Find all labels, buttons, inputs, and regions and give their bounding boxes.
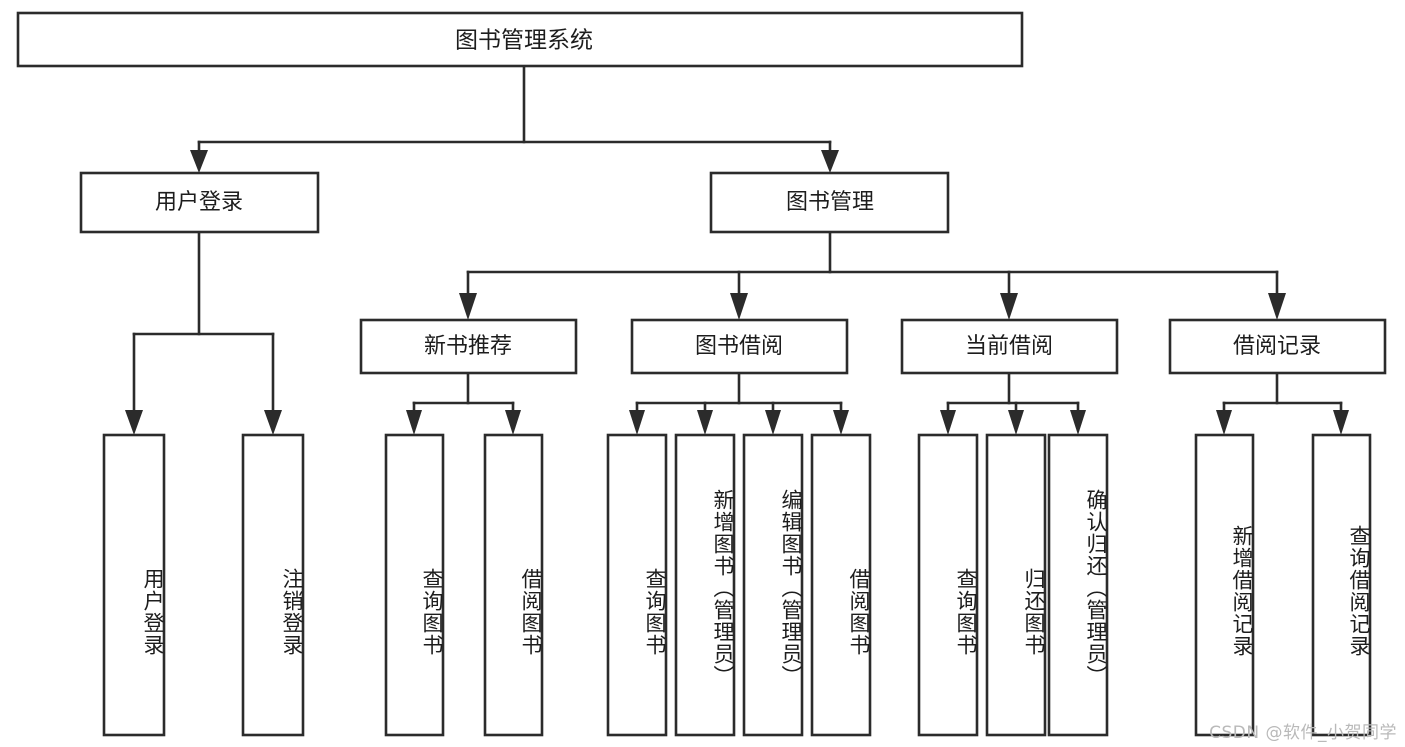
arrow-to-leaf-query-book-1 [406, 410, 422, 435]
node-user-login-label: 用户登录 [155, 190, 243, 215]
node-borrow-record[interactable]: 借阅记录 [1168, 318, 1387, 375]
node-root[interactable]: 图书管理系统 [16, 11, 1024, 68]
node-current-borrow-box[interactable] [900, 318, 1119, 375]
node-leaf-borrow-book-2-box[interactable] [810, 433, 872, 737]
arrow-to-leaf-logout [264, 410, 282, 435]
arrow-to-leaf-add-record [1216, 410, 1232, 435]
arrow-to-leaf-edit-book [765, 410, 781, 435]
arrow-to-leaf-return-book [1008, 410, 1024, 435]
node-leaf-add-book-box[interactable] [674, 433, 736, 737]
arrow-to-leaf-borrow-book-2 [833, 410, 849, 435]
arrow-to-borrow-record [1268, 293, 1286, 320]
arrow-to-book-manage [821, 150, 839, 173]
node-new-book-rec[interactable]: 新书推荐 [359, 318, 578, 375]
arrow-to-leaf-query-book-2 [629, 410, 645, 435]
node-root-label: 图书管理系统 [455, 28, 593, 54]
node-book-borrow-box[interactable] [630, 318, 849, 375]
node-leaf-logout-box[interactable] [241, 433, 305, 737]
arrow-to-leaf-add-book [697, 410, 713, 435]
arrow-to-user-login [190, 150, 208, 173]
node-root-box[interactable] [16, 11, 1024, 68]
node-book-borrow[interactable]: 图书借阅 [630, 318, 849, 375]
node-leaf-query-book-3-box[interactable] [917, 433, 979, 737]
node-book-manage-box[interactable] [709, 171, 950, 234]
arrow-to-book-borrow [730, 293, 748, 320]
node-leaf-edit-book-box[interactable] [742, 433, 804, 737]
node-leaf-query-book-2-box[interactable] [606, 433, 668, 737]
node-borrow-record-box[interactable] [1168, 318, 1387, 375]
node-borrow-record-label: 借阅记录 [1233, 334, 1321, 359]
arrow-to-leaf-user-login [125, 410, 143, 435]
node-leaf-return-book-box[interactable] [985, 433, 1047, 737]
arrow-to-current-borrow [1000, 293, 1018, 320]
node-book-manage-label: 图书管理 [786, 190, 874, 215]
node-leaf-user-login-box[interactable] [102, 433, 166, 737]
node-book-borrow-label: 图书借阅 [695, 334, 783, 359]
arrow-to-leaf-query-book-3 [940, 410, 956, 435]
arrow-to-leaf-confirm-return [1070, 410, 1086, 435]
node-leaf-add-record-box[interactable] [1194, 433, 1255, 737]
watermark-text: CSDN @软件_小贺同学 [1209, 723, 1397, 743]
arrow-to-leaf-query-record [1333, 410, 1349, 435]
node-book-manage[interactable]: 图书管理 [709, 171, 950, 234]
node-new-book-rec-label: 新书推荐 [424, 334, 512, 359]
node-new-book-rec-box[interactable] [359, 318, 578, 375]
arrow-to-leaf-borrow-book-1 [505, 410, 521, 435]
node-leaf-confirm-return-box[interactable] [1047, 433, 1109, 737]
node-user-login-box[interactable] [79, 171, 320, 234]
connector-layer [125, 64, 1349, 435]
node-leaf-borrow-book-1-box[interactable] [483, 433, 544, 737]
arrow-to-new-book-rec [459, 293, 477, 320]
node-user-login[interactable]: 用户登录 [79, 171, 320, 234]
node-current-borrow[interactable]: 当前借阅 [900, 318, 1119, 375]
node-leaf-query-book-1-box[interactable] [384, 433, 445, 737]
node-leaf-query-record-box[interactable] [1311, 433, 1372, 737]
node-current-borrow-label: 当前借阅 [965, 334, 1053, 359]
